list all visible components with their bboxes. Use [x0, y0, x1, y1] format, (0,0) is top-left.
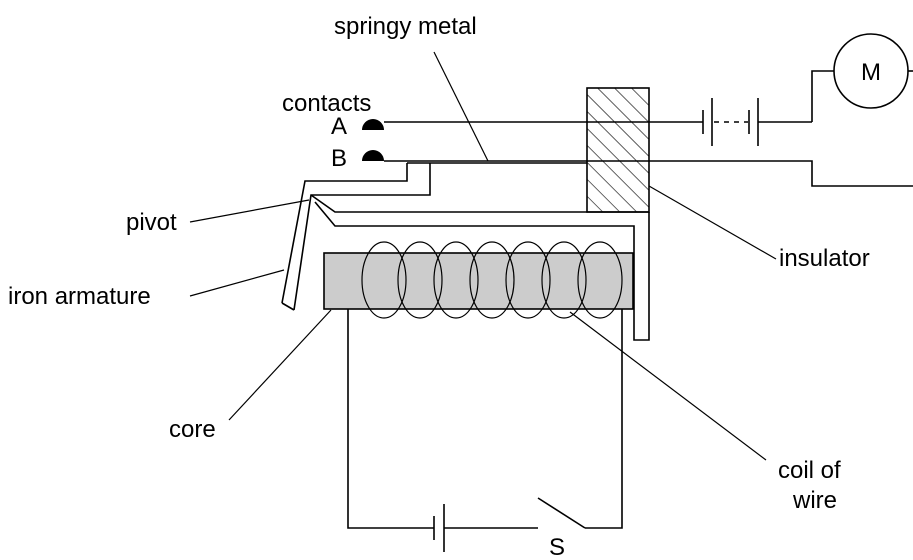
motor-battery: [702, 98, 812, 146]
label-pivot: pivot: [126, 209, 177, 236]
insulator-block: [586, 87, 650, 213]
coil-of-wire: [361, 241, 623, 319]
leader-core: [228, 309, 332, 421]
label-contact-b: B: [331, 145, 347, 172]
label-contacts: contacts: [282, 90, 371, 117]
label-iron-armature: iron armature: [8, 283, 151, 310]
label-core: core: [169, 416, 216, 443]
contact-b-dome: [362, 150, 384, 161]
iron-armature: [281, 302, 295, 311]
springy-metal-strip: [384, 160, 913, 187]
contact-a-dome: [362, 119, 384, 130]
leader-coil: [569, 311, 767, 461]
leader-pivot: [189, 199, 310, 223]
label-insulator: insulator: [779, 245, 870, 272]
label-coil-line1: coil of: [778, 457, 841, 484]
pivot-arm: [310, 194, 649, 213]
switch-s: [537, 497, 586, 529]
motor-label: M: [861, 59, 881, 86]
label-switch: S: [549, 534, 565, 560]
springy-metal-tab: [281, 163, 408, 304]
leader-springy-metal: [433, 51, 489, 162]
coil-circuit: [347, 309, 623, 552]
leader-iron-armature: [189, 269, 285, 297]
leader-insulator: [648, 185, 777, 260]
label-contact-a: A: [331, 113, 347, 140]
label-springy-metal: springy metal: [334, 13, 477, 40]
motor-wire-left: [811, 70, 834, 122]
label-coil-line2: wire: [792, 487, 837, 514]
